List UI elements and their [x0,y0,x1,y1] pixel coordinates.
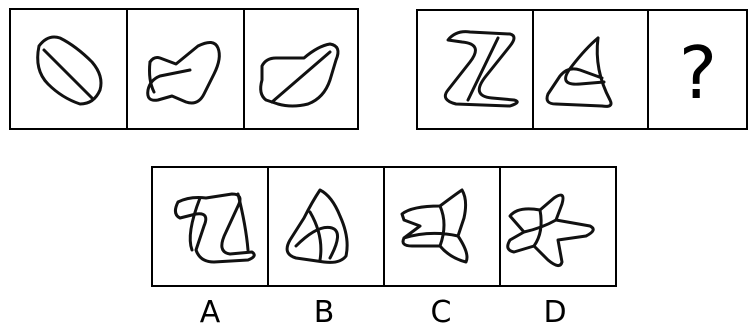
left-panel-2 [146,41,221,105]
right-group-frame [416,9,748,130]
diagonal-stroke [42,48,94,100]
option-d-strokes [522,208,558,248]
right-sequence-group: ? [416,9,748,130]
option-b-strokes [294,210,339,262]
option-c-label: C [431,295,452,330]
option-c-figure [400,188,469,264]
option-b-figure [285,188,349,264]
right-panel-2 [545,36,613,108]
question-panel: ? [679,31,717,115]
left-sequence-group [9,8,359,130]
rounded-lens-shape [36,35,103,106]
z-shaped-loop [443,30,519,108]
option-d-label: D [543,295,566,330]
diagonal-stroke [270,50,332,104]
slanted-loop-figure [259,42,340,108]
options-group: A B C D [151,166,617,330]
right-panel-1 [443,30,519,108]
option-b-label: B [314,295,335,330]
triangular-loop-inner [564,36,606,86]
left-panel-1 [36,35,103,106]
triangular-loop [545,36,613,108]
left-group-frame [9,8,359,130]
option-b[interactable] [285,188,349,264]
option-a-figure [173,192,256,264]
question-mark: ? [679,31,717,115]
option-d-figure [506,193,595,267]
loop-figure-inner [148,60,156,94]
option-a-label: A [200,295,221,330]
loop-figure [146,41,221,105]
left-panel-3 [259,42,340,108]
option-a-strokes [188,192,250,252]
cross-stroke [466,36,500,102]
option-c-strokes [402,204,460,248]
option-c[interactable] [400,188,469,264]
option-a[interactable] [173,192,256,264]
option-d[interactable] [506,193,595,267]
